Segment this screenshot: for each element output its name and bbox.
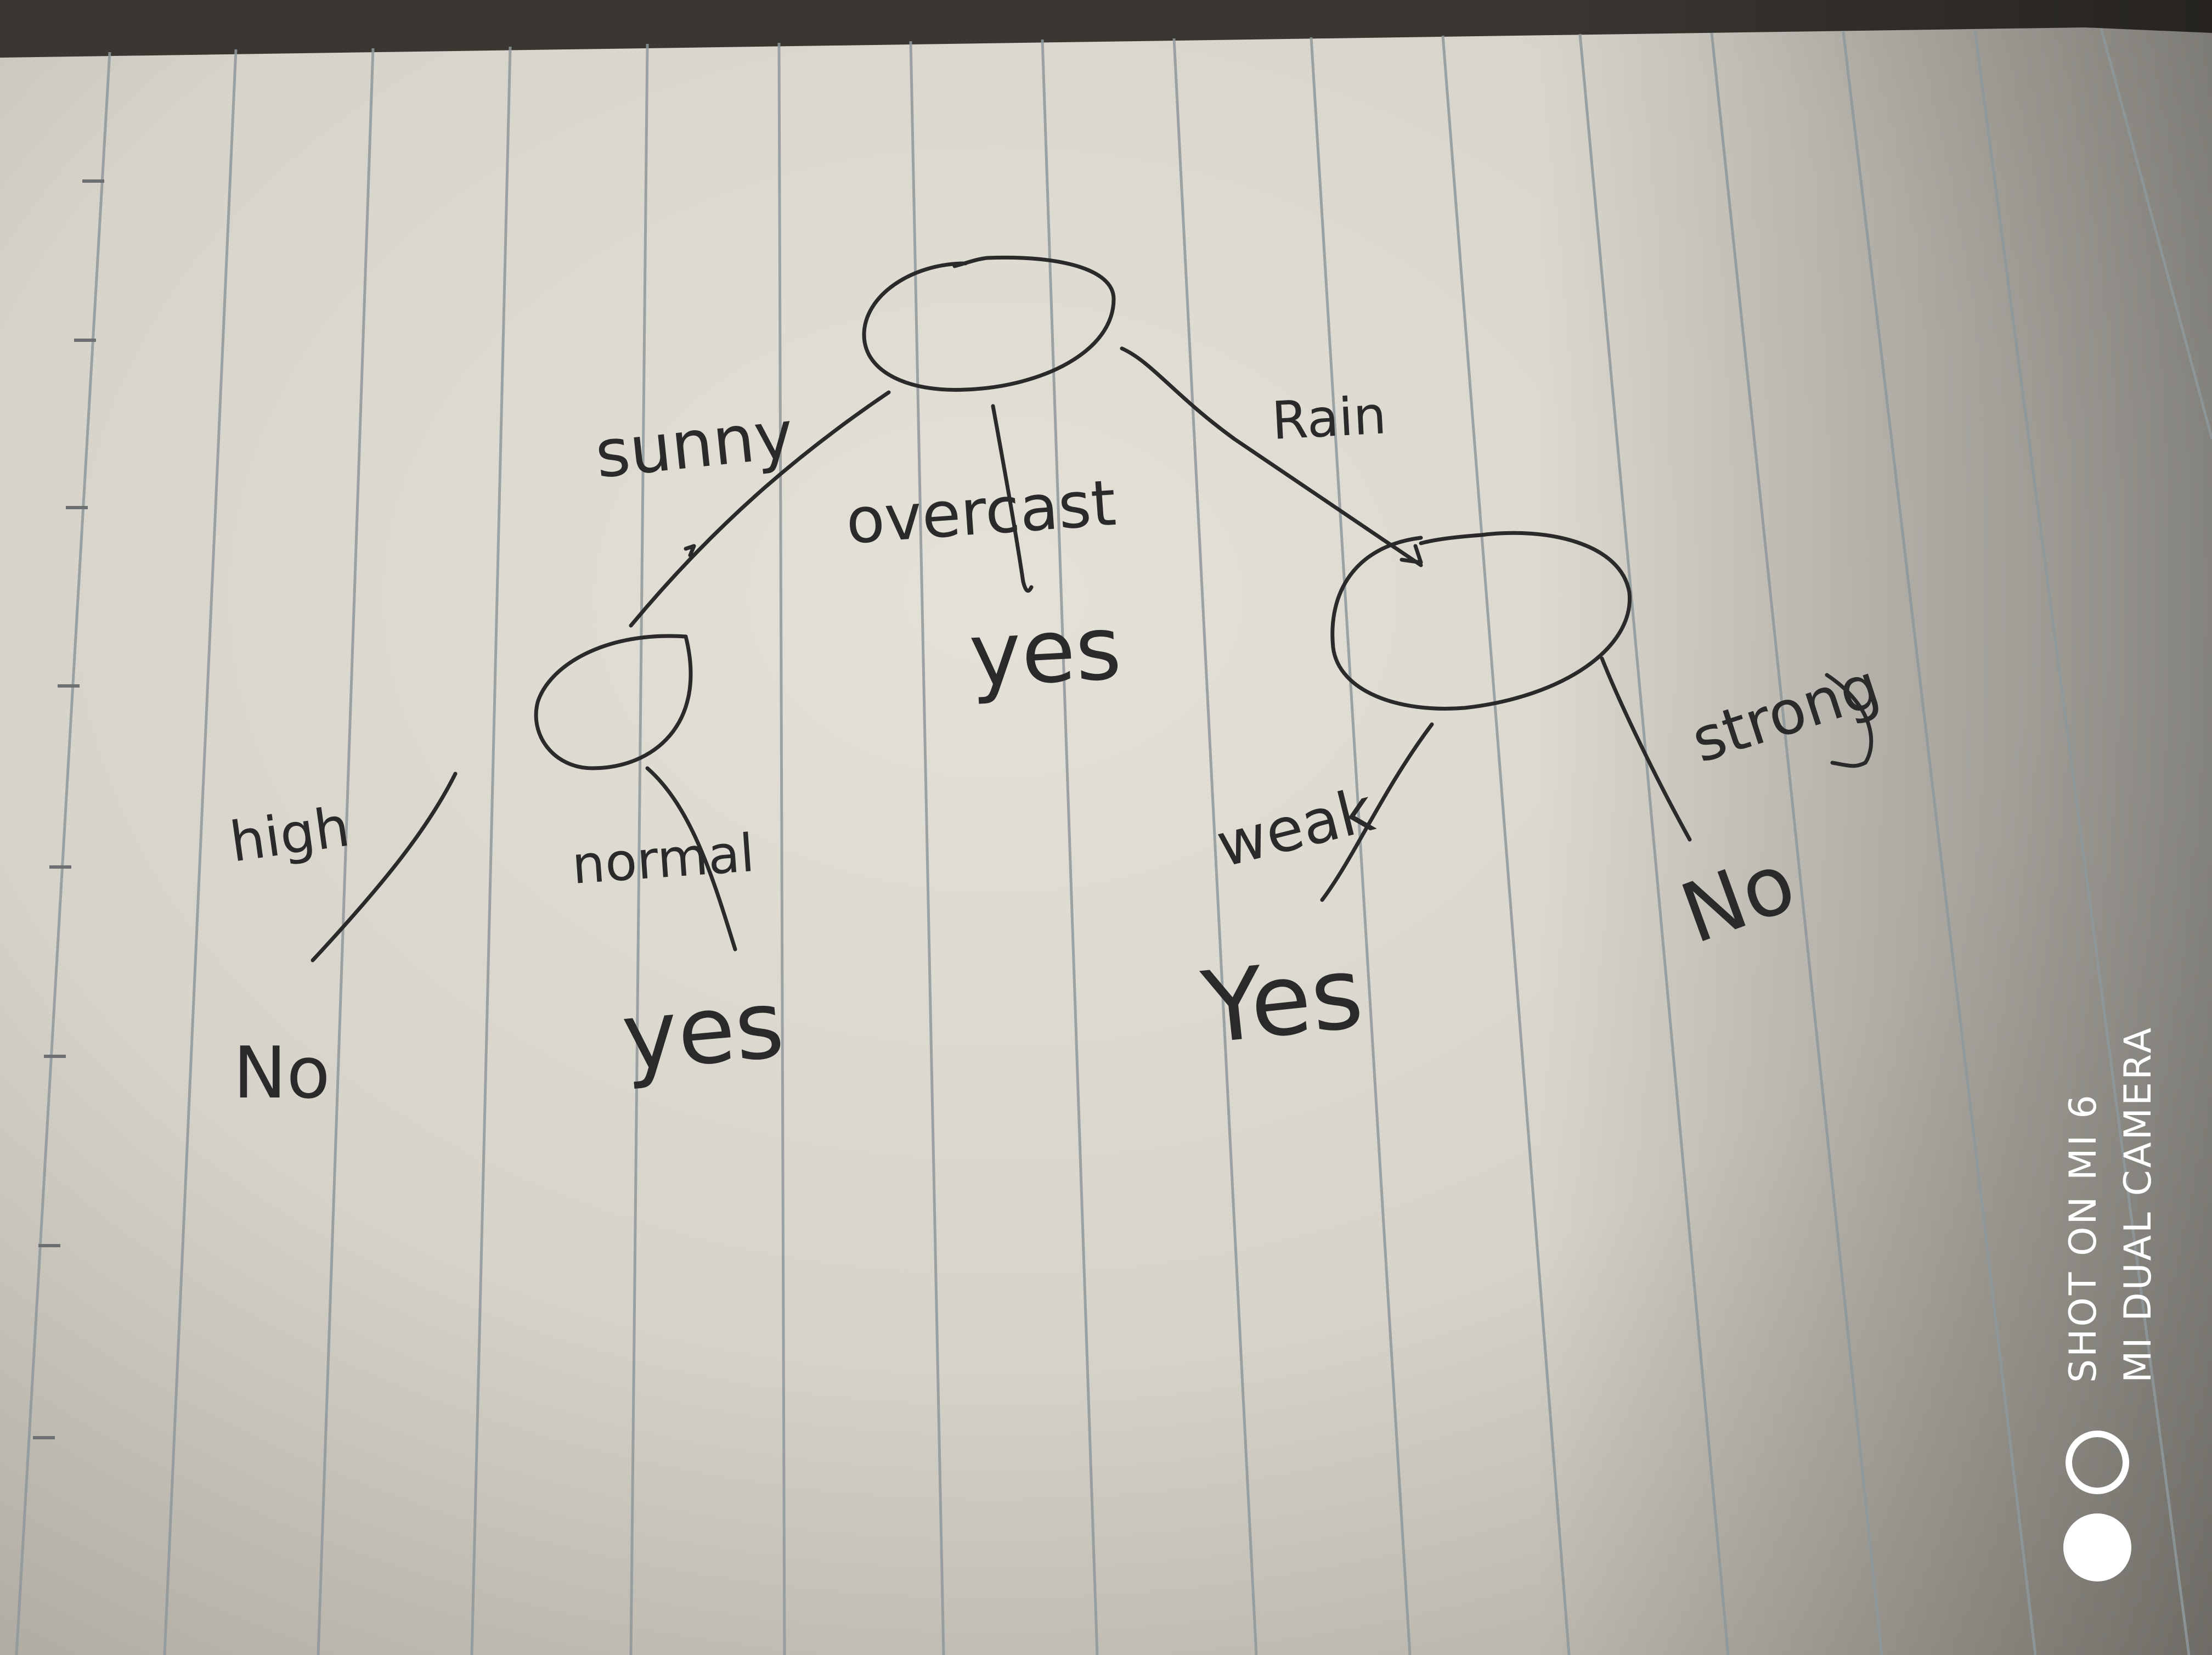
dual-camera-logo-icon (2063, 1431, 2131, 1581)
ruled-line (2100, 28, 2212, 440)
decision-tree (311, 255, 1874, 962)
ruled-line (1842, 31, 2037, 1655)
edge-rain-arrowhead (1400, 544, 1423, 565)
ruled-line (163, 49, 238, 1655)
ruled-line (1973, 30, 2191, 1655)
ruled-line (15, 52, 111, 1655)
edge-label-rain: Rain (1270, 385, 1387, 452)
watermark-line-2: MI DUAL CAMERA (2117, 1026, 2160, 1383)
margin-ticks (33, 179, 104, 1439)
edge-normal (645, 766, 737, 952)
ruled-lines (15, 28, 2212, 1655)
ruled-line (1041, 39, 1099, 1655)
ruled-line (777, 42, 786, 1655)
camera-watermark: SHOT ON MI 6 MI DUAL CAMERA (2062, 1026, 2160, 1383)
ruled-line (1172, 38, 1258, 1655)
ruled-line (317, 48, 375, 1655)
ruled-line (470, 46, 512, 1655)
root-node (862, 255, 1116, 392)
leaf-high-no: No (233, 1031, 330, 1114)
edge-label-normal: normal (570, 823, 757, 896)
edge-overcast (991, 404, 1034, 593)
leaf-overcast-yes: yes (967, 596, 1124, 707)
edge-high (311, 772, 458, 962)
strong-underline-stroke (1825, 673, 1874, 768)
ruled-line (909, 41, 945, 1655)
left-child-node (534, 634, 693, 770)
edge-sunny (629, 390, 891, 628)
ruled-line (1578, 33, 1730, 1655)
ruled-line (1710, 32, 1883, 1655)
edge-strong (1600, 656, 1692, 842)
ruled-line (629, 43, 649, 1655)
leaf-weak-yes: Yes (1197, 936, 1368, 1066)
right-child-node (1330, 531, 1632, 711)
ruled-line (1310, 37, 1412, 1655)
edge-sunny-arrowhead (684, 544, 696, 558)
edge-weak (1320, 722, 1434, 902)
ruled-line (1441, 35, 1571, 1655)
edge-rain (1120, 346, 1423, 567)
watermark-line-1: SHOT ON MI 6 (2062, 1093, 2105, 1383)
leaf-normal-yes: yes (618, 970, 788, 1093)
